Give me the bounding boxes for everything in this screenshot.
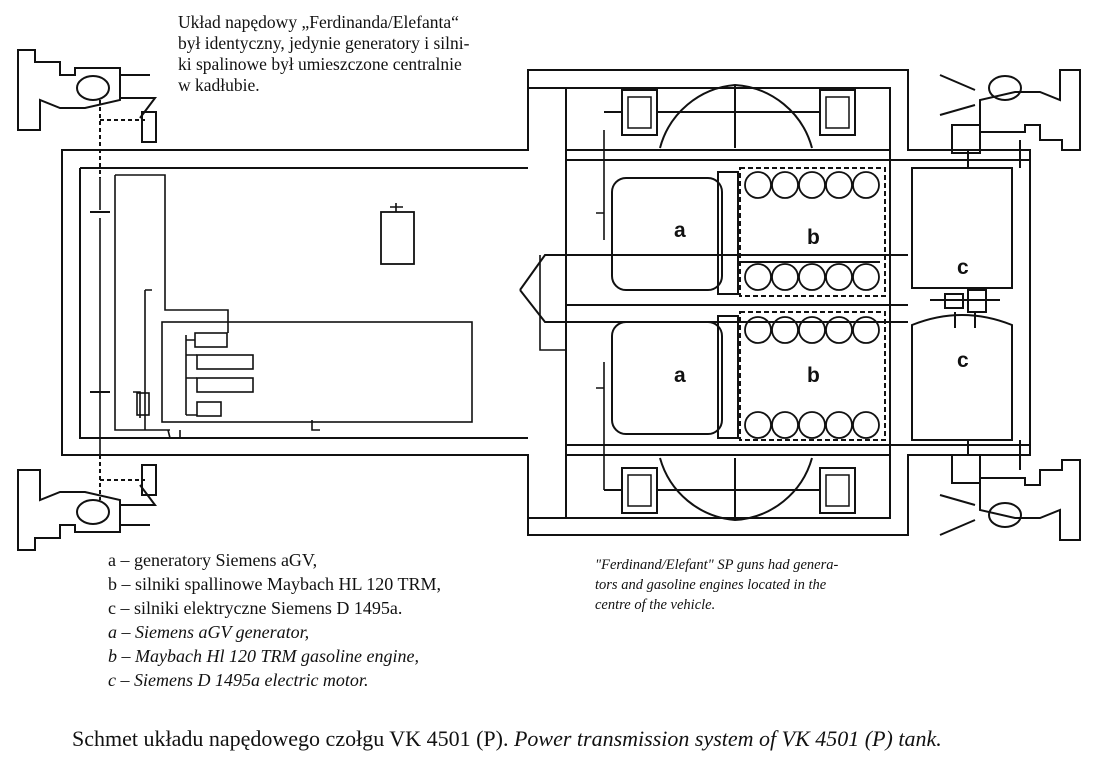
note-polish: Układ napędowy „Ferdinanda/Elefanta“ był… — [178, 12, 523, 96]
legend-item: c – silniki elektryczne Siemens D 1495a. — [108, 598, 403, 618]
note-polish-line: Układ napędowy „Ferdinanda/Elefanta“ — [178, 12, 459, 32]
legend: a – generatory Siemens aGV, b – silniki … — [108, 548, 441, 692]
note-polish-line: w kadłubie. — [178, 75, 260, 95]
caption-english: Power transmission system of VK 4501 (P)… — [513, 726, 942, 751]
motor-coupling — [930, 289, 1000, 328]
engine-top — [739, 167, 886, 297]
final-drive-front-bottom — [17, 455, 157, 551]
note-english: "Ferdinand/Elefant" SP guns had genera- … — [595, 555, 930, 615]
legend-item: b – silniki spallinowe Maybach HL 120 TR… — [108, 574, 441, 594]
final-drive-rear-bottom — [939, 440, 1081, 541]
motor-top — [911, 167, 1013, 289]
legend-item: a – generatory Siemens aGV, — [108, 550, 318, 570]
final-drive-front-top — [17, 49, 157, 178]
legend-item: b – Maybach Hl 120 TRM gasoline engine, — [108, 646, 419, 666]
label-motor-top: c — [957, 256, 969, 279]
label-engine-top: b — [807, 226, 820, 249]
note-polish-line: był identyczny, jedynie generatory i sil… — [178, 33, 470, 53]
generator-top — [611, 171, 739, 295]
label-generator-top: a — [674, 219, 686, 242]
fan-drive-units — [604, 89, 856, 514]
label-generator-bottom: a — [674, 364, 686, 387]
legend-item: a – Siemens aGV generator, — [108, 622, 310, 642]
caption-polish: Schmet układu napędowego czołgu VK 4501 … — [72, 726, 509, 751]
note-english-line: tors and gasoline engines located in the — [595, 577, 827, 593]
final-drive-rear-top — [939, 69, 1081, 168]
label-engine-bottom: b — [807, 364, 820, 387]
engine-bottom — [739, 311, 886, 441]
legend-item: c – Siemens D 1495a electric motor. — [108, 670, 369, 690]
note-english-line: "Ferdinand/Elefant" SP guns had genera- — [595, 557, 839, 573]
figure-caption: Schmet układu napędowego czołgu VK 4501 … — [72, 726, 942, 752]
hull-outline — [61, 69, 1031, 536]
label-motor-bottom: c — [957, 349, 969, 372]
generator-bottom — [611, 315, 739, 439]
note-english-line: centre of the vehicle. — [595, 597, 716, 613]
note-polish-line: ki spalinowe był umieszczone centralnie — [178, 54, 462, 74]
control-wiring — [90, 130, 605, 490]
motor-bottom — [911, 314, 1013, 441]
